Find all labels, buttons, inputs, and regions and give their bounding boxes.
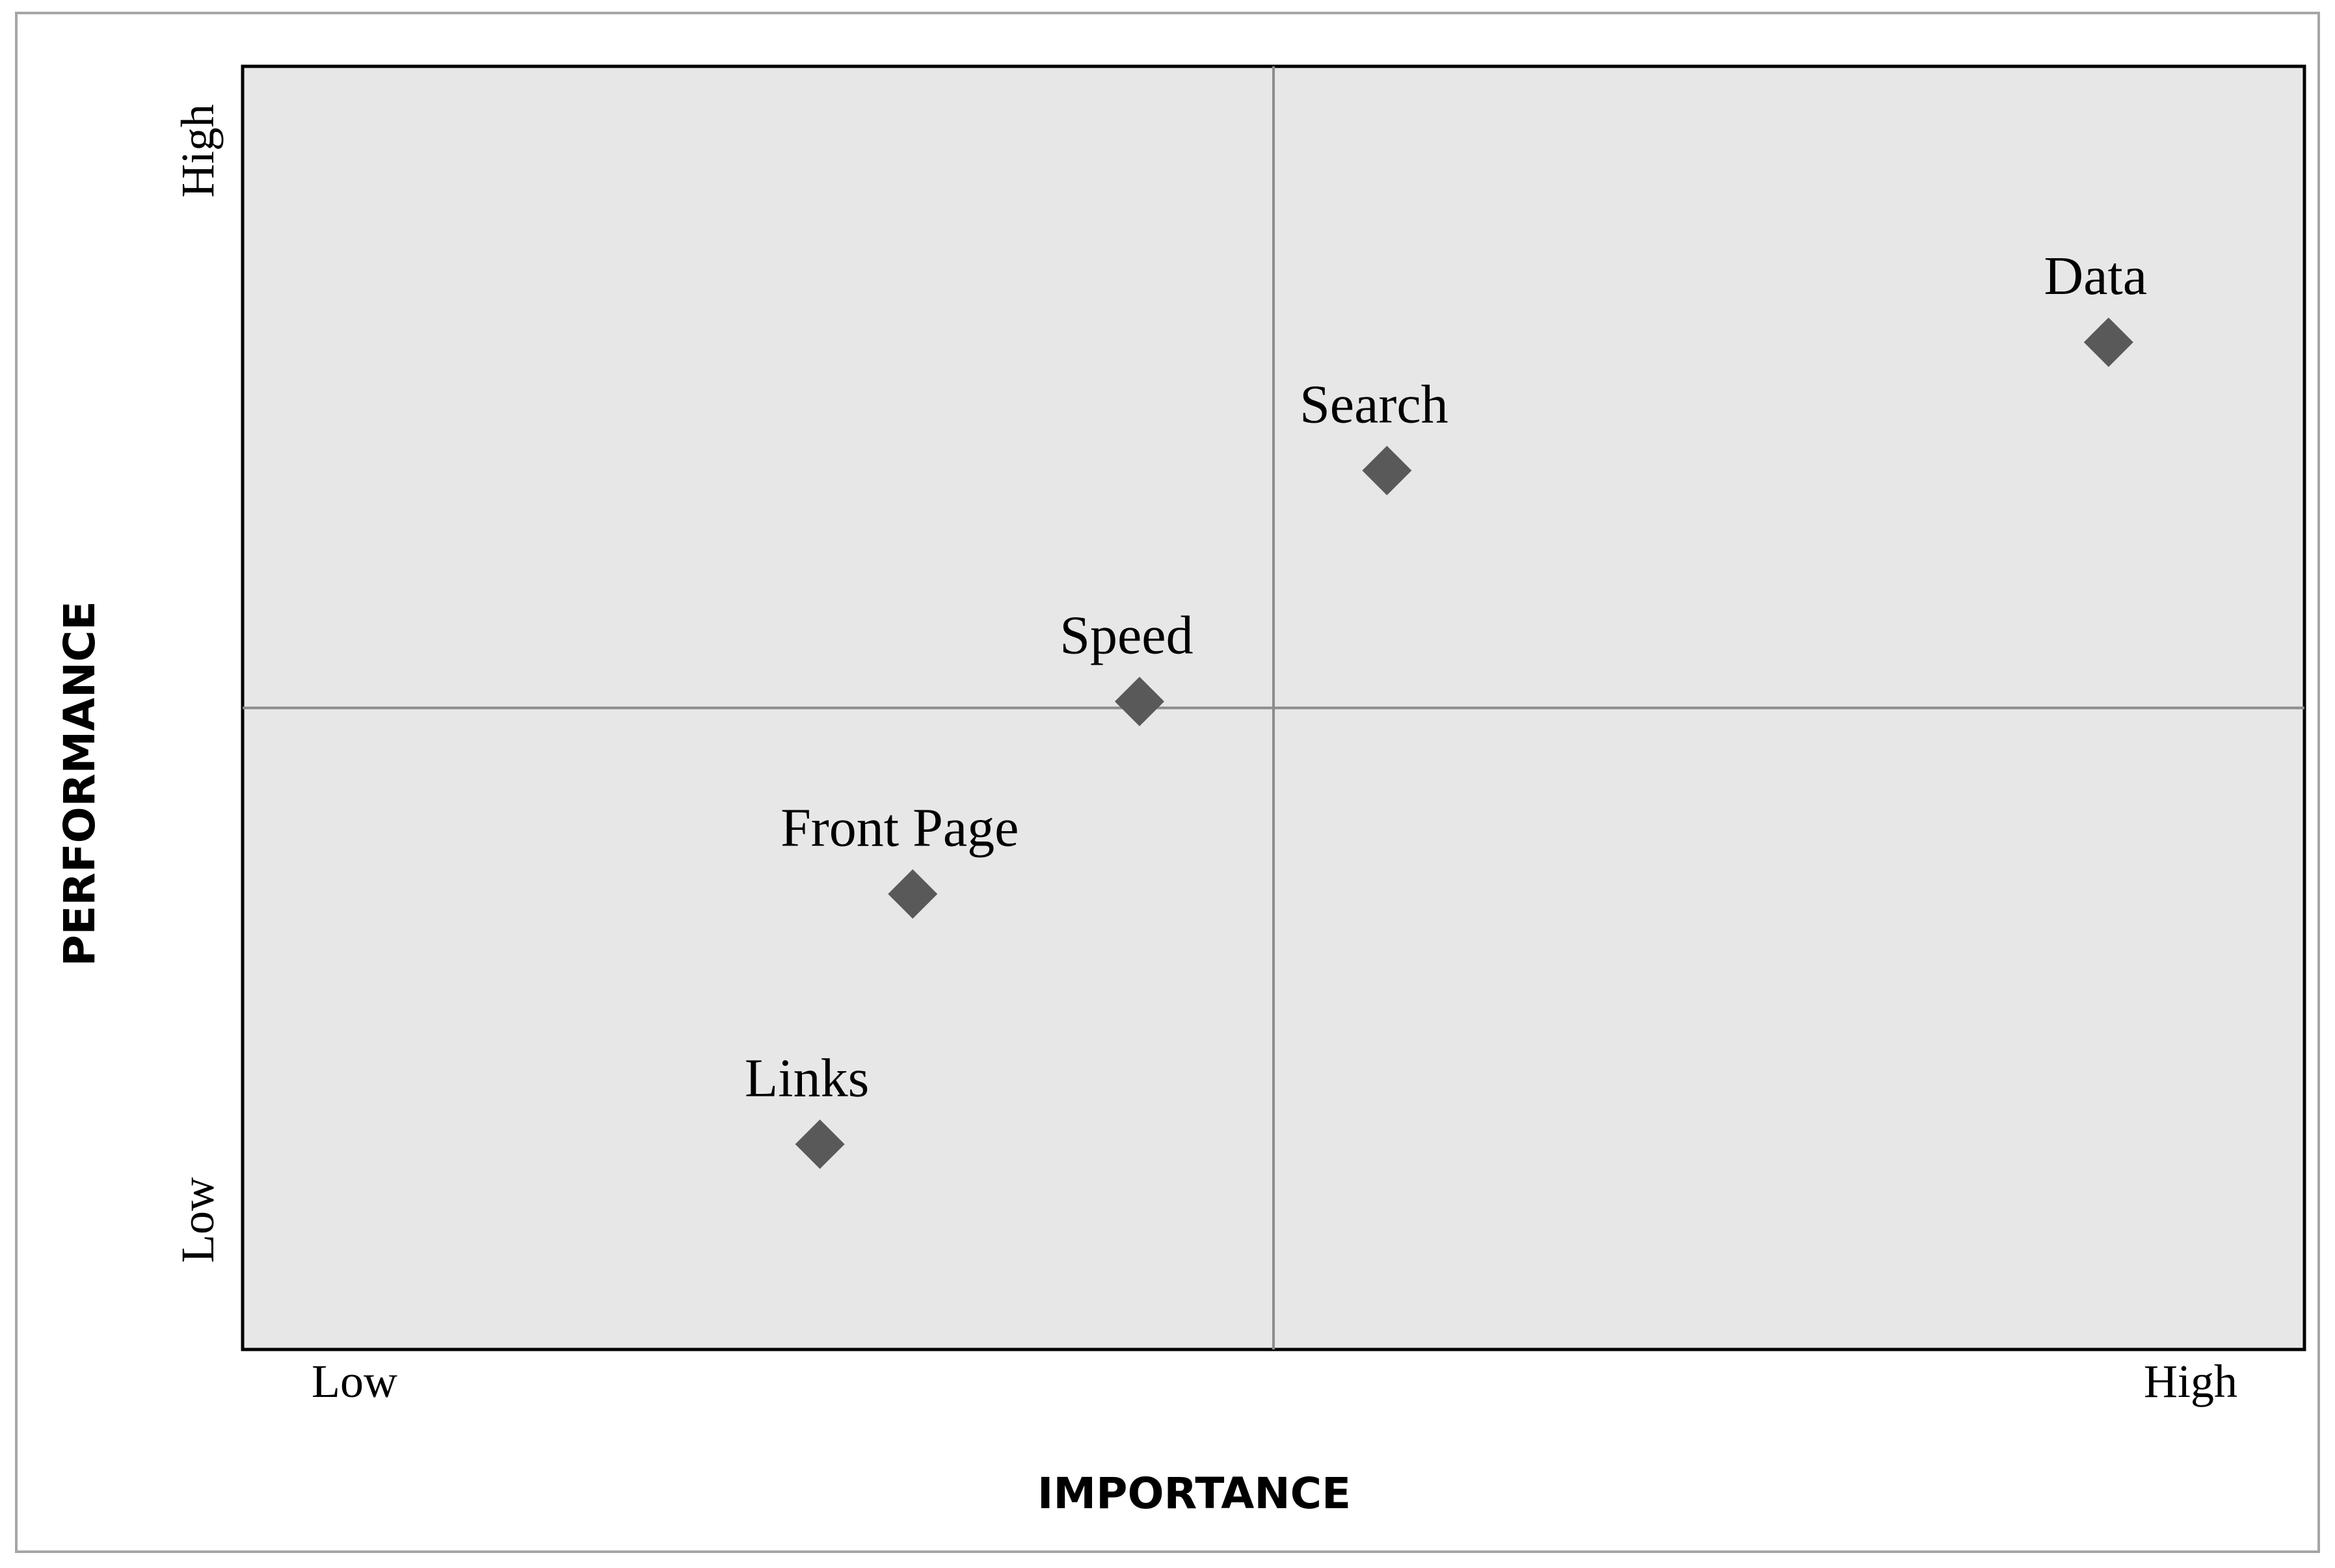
point-marker-links	[795, 1119, 845, 1169]
y-axis-label: PERFORMANCE	[55, 601, 105, 966]
point-marker-search	[1362, 445, 1412, 496]
point-label-front-page: Front Page	[781, 798, 1019, 858]
x-tick-high: High	[2144, 1355, 2237, 1407]
point-label-data: Data	[2044, 246, 2148, 306]
point-marker-speed	[1114, 676, 1164, 726]
point-label-speed: Speed	[1060, 605, 1193, 666]
y-tick-low: Low	[172, 1177, 224, 1263]
x-tick-low: Low	[312, 1355, 397, 1407]
point-label-links: Links	[745, 1048, 869, 1108]
y-tick-high: High	[172, 104, 224, 198]
point-label-search: Search	[1300, 374, 1448, 434]
x-axis-label: IMPORTANCE	[1037, 1468, 1351, 1519]
point-marker-front-page	[888, 869, 938, 919]
point-marker-data	[2083, 317, 2133, 367]
